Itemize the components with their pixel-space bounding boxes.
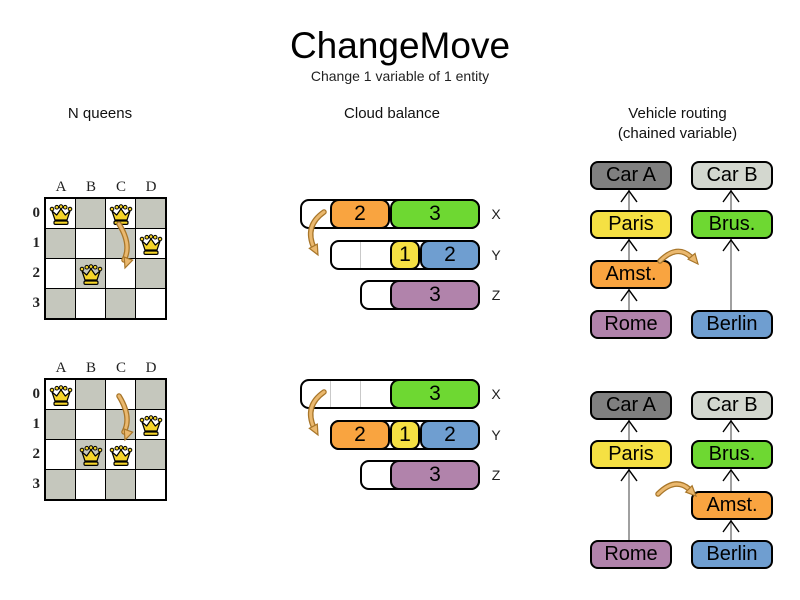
process-box: 1 <box>390 240 420 270</box>
board-cell <box>46 410 75 439</box>
vehicle-box-berlin: Berlin <box>691 540 773 569</box>
queen-icon <box>79 264 103 285</box>
board-cell <box>106 380 135 409</box>
vehicle-box-car-a: Car A <box>590 161 672 190</box>
vehicle-box-car-b: Car B <box>691 391 773 420</box>
nqueens-board-before <box>44 197 167 320</box>
vehicle-box-car-a: Car A <box>590 391 672 420</box>
vehicle-box-paris: Paris <box>590 210 672 239</box>
nqueens-header: N queens <box>67 105 133 122</box>
vehicle-box-rome: Rome <box>590 310 672 339</box>
chain-arrowheads <box>620 189 740 533</box>
vehicle-box-berlin: Berlin <box>691 310 773 339</box>
vehicle-box-car-b: Car B <box>691 161 773 190</box>
vehicle-box-brus: Brus. <box>691 440 773 469</box>
row-label-0: 0 <box>32 386 41 402</box>
vehicle-header: Vehicle routing (chained variable) <box>580 104 775 144</box>
queen-icon <box>109 204 133 225</box>
col-label-b: B <box>85 179 96 195</box>
board-cell <box>106 470 135 499</box>
board-cell <box>46 289 75 318</box>
row-label-3: 3 <box>32 295 41 311</box>
vehicle-header-line1: Vehicle routing <box>628 105 727 122</box>
vehicle-box-brus: Brus. <box>691 210 773 239</box>
vehicle-box-rome: Rome <box>590 540 672 569</box>
row-label-2: 2 <box>32 265 41 281</box>
nqueens-board-after <box>44 378 167 501</box>
col-label-a: A <box>55 360 67 376</box>
process-box: 2 <box>330 420 390 450</box>
process-box: 3 <box>390 199 480 229</box>
board-cell <box>76 470 105 499</box>
computer-label-y: Y <box>491 247 501 263</box>
vehicle-header-line2: (chained variable) <box>617 125 738 142</box>
board-cell <box>136 470 165 499</box>
vehicle-box-amst: Amst. <box>590 260 672 289</box>
board-cell <box>46 470 75 499</box>
row-label-2: 2 <box>32 446 41 462</box>
col-label-d: D <box>145 179 157 195</box>
row-label-0: 0 <box>32 205 41 221</box>
board-cell <box>136 440 165 469</box>
computer-label-x: X <box>491 206 501 222</box>
chain-lines <box>628 190 732 540</box>
queen-icon <box>79 445 103 466</box>
process-box: 3 <box>390 280 480 310</box>
computer-label-x: X <box>491 386 501 402</box>
board-cell <box>106 229 135 258</box>
board-cell <box>136 259 165 288</box>
board-cell <box>46 229 75 258</box>
process-box: 2 <box>420 420 480 450</box>
process-box: 3 <box>390 460 480 490</box>
board-cell <box>106 289 135 318</box>
board-cell <box>76 199 105 228</box>
col-label-d: D <box>145 360 157 376</box>
col-label-c: C <box>115 360 126 376</box>
board-cell <box>76 410 105 439</box>
capacity-divider <box>330 381 331 407</box>
computer-label-z: Z <box>491 287 501 303</box>
board-cell <box>46 440 75 469</box>
process-box: 2 <box>330 199 390 229</box>
col-label-a: A <box>55 179 67 195</box>
board-cell <box>106 259 135 288</box>
queen-icon <box>49 385 73 406</box>
page-subtitle: Change 1 variable of 1 entity <box>310 68 490 84</box>
board-cell <box>136 380 165 409</box>
capacity-divider <box>360 381 361 407</box>
queen-icon <box>139 234 163 255</box>
row-label-1: 1 <box>32 235 41 251</box>
vehicle-box-paris: Paris <box>590 440 672 469</box>
board-cell <box>46 259 75 288</box>
process-box: 2 <box>420 240 480 270</box>
process-box: 1 <box>390 420 420 450</box>
queen-icon <box>109 445 133 466</box>
capacity-divider <box>360 242 361 268</box>
board-cell <box>106 410 135 439</box>
board-cell <box>76 229 105 258</box>
board-cell <box>136 289 165 318</box>
row-label-3: 3 <box>32 476 41 492</box>
col-label-c: C <box>115 179 126 195</box>
cloud-header: Cloud balance <box>344 105 440 122</box>
computer-label-y: Y <box>491 427 501 443</box>
queen-icon <box>139 415 163 436</box>
col-label-b: B <box>85 360 96 376</box>
process-box: 3 <box>390 379 480 409</box>
page-title: ChangeMove <box>289 25 511 66</box>
queen-icon <box>49 204 73 225</box>
board-cell <box>76 380 105 409</box>
board-cell <box>136 199 165 228</box>
board-cell <box>76 289 105 318</box>
vehicle-box-amst: Amst. <box>691 491 773 520</box>
row-label-1: 1 <box>32 416 41 432</box>
computer-label-z: Z <box>491 467 501 483</box>
